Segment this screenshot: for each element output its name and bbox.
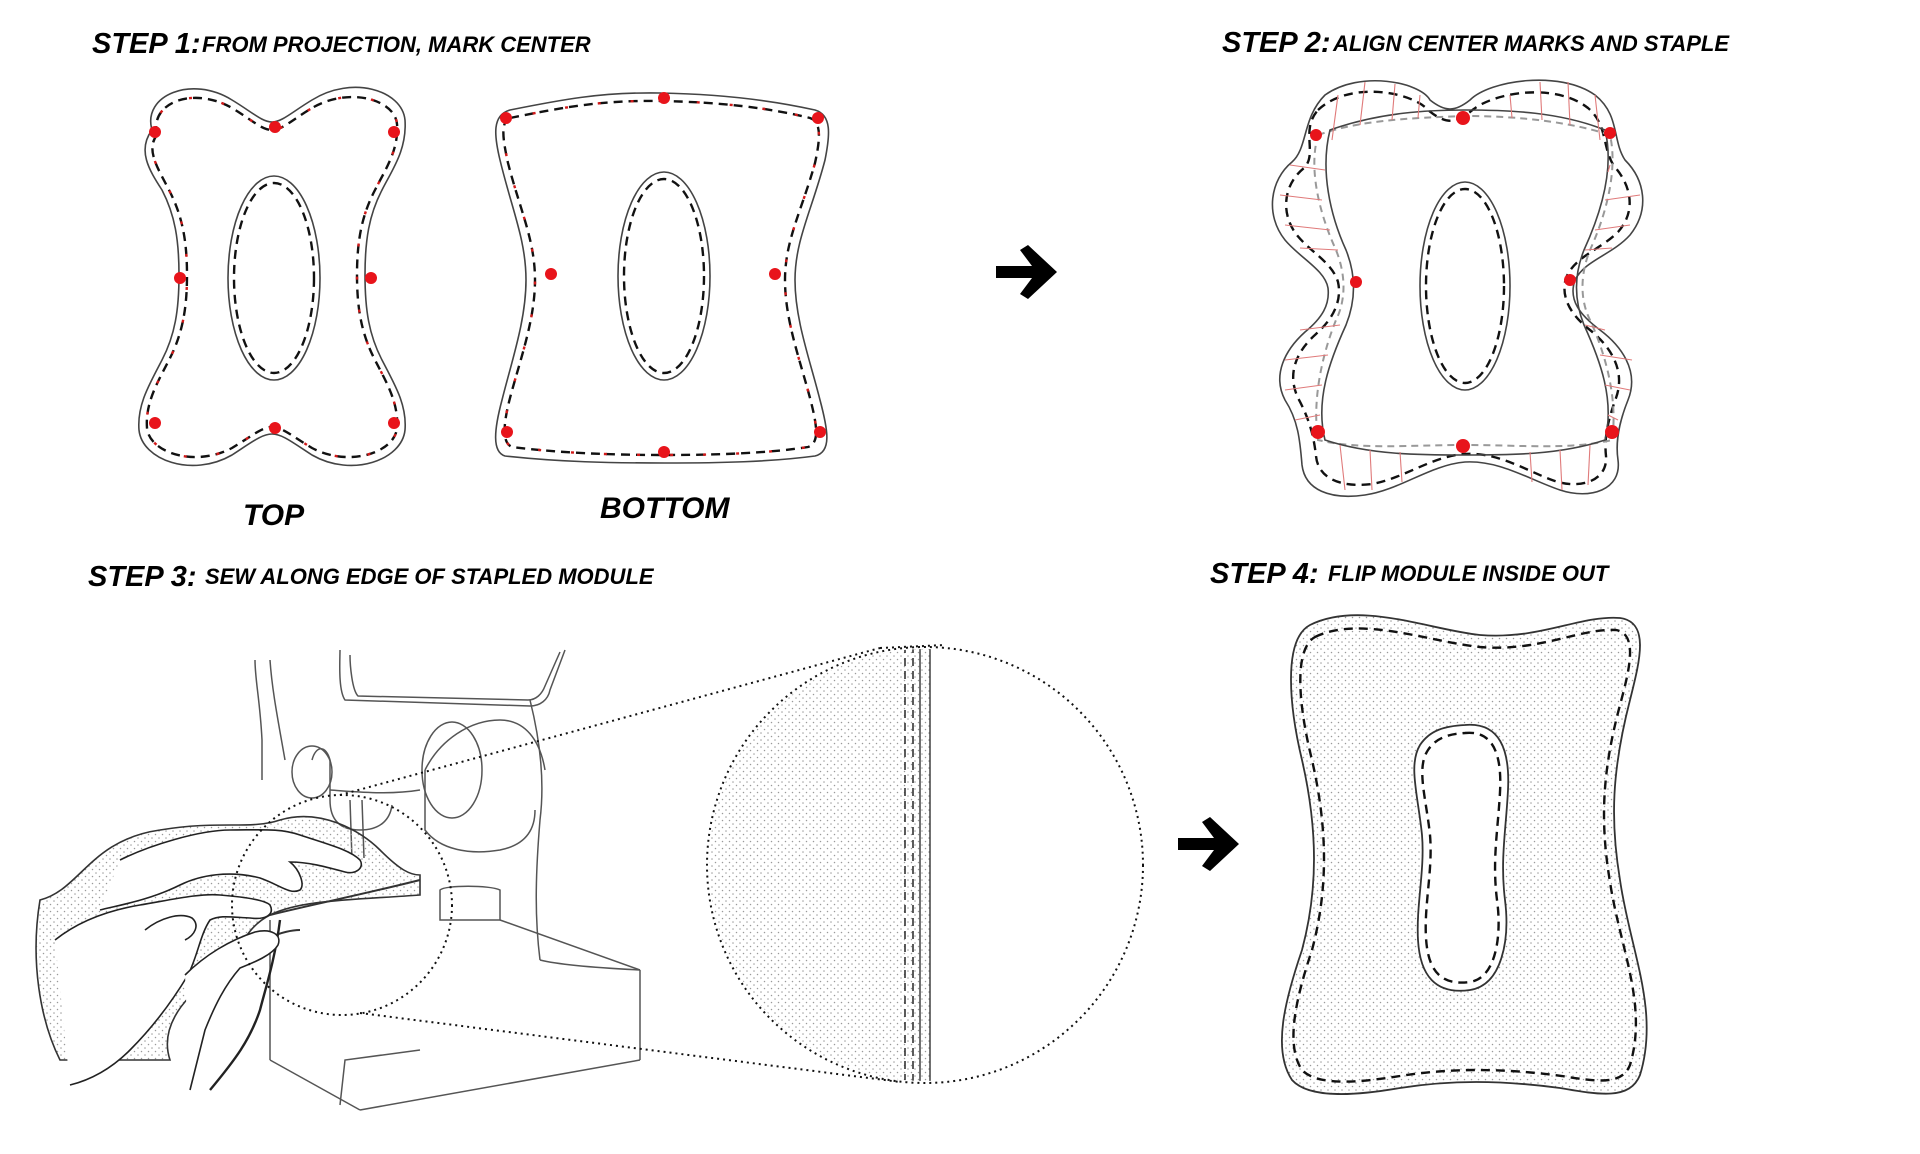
staple-hatching — [1279, 81, 1641, 491]
step1-number: STEP 1: — [92, 28, 201, 60]
aligned-module — [1271, 79, 1644, 497]
bottom-label: BOTTOM — [600, 492, 730, 525]
step1-text: FROM PROJECTION, MARK CENTER — [202, 32, 591, 57]
step2-text: ALIGN CENTER MARKS AND STAPLE — [1332, 31, 1730, 56]
aligned-center-marks — [1310, 111, 1619, 453]
arrow-right-icon — [996, 245, 1057, 299]
top-piece — [138, 86, 406, 467]
step3-text: SEW ALONG EDGE OF STAPLED MODULE — [205, 564, 655, 589]
step4-number: STEP 4: — [1210, 558, 1319, 590]
sewing-machine-illustration — [35, 649, 641, 1111]
flipped-module — [1281, 614, 1648, 1096]
step2-number: STEP 2: — [1222, 27, 1331, 59]
bottom-piece — [494, 92, 830, 464]
step4-text: FLIP MODULE INSIDE OUT — [1328, 561, 1610, 586]
step3-number: STEP 3: — [88, 561, 197, 593]
center-marks-top — [149, 121, 400, 434]
arrow-right-icon — [1178, 817, 1239, 871]
center-marks-bottom — [500, 92, 826, 458]
top-label: TOP — [243, 499, 305, 532]
